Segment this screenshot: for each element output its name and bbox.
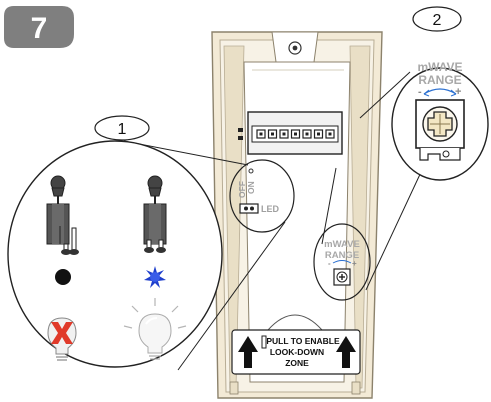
- led-detail-marker: [229, 159, 295, 233]
- rotate-arrow-icon: [423, 88, 457, 95]
- terminal-screw-head: [271, 132, 274, 136]
- terminal-screw-head: [294, 132, 297, 136]
- range-dial[interactable]: [415, 99, 465, 149]
- arrow-up-left-icon: [238, 336, 258, 368]
- led-jumper[interactable]: [239, 203, 259, 214]
- callout-1-bubble: [94, 115, 150, 141]
- detail-range-label: RANGE: [418, 73, 461, 87]
- step-badge: 7: [4, 6, 74, 48]
- callout-range: 2 mWAVE RANGE - +: [321, 6, 489, 291]
- callout-2-bubble: [412, 6, 462, 32]
- led-detail-circle: [7, 140, 223, 368]
- terminal-screw-head: [317, 132, 320, 136]
- terminal-screw-head: [282, 132, 286, 136]
- bulb-disabled-icon: [47, 317, 77, 361]
- look-down-label[interactable]: PULL TO ENABLE LOOK-DOWN ZONE: [231, 329, 361, 375]
- arrow-up-right-icon: [336, 336, 356, 368]
- pull-tab-icon: [261, 335, 267, 349]
- svg-text:+: +: [352, 259, 357, 268]
- detail-mwave-label: mWAVE: [417, 60, 462, 74]
- callout-led: 1: [7, 115, 286, 371]
- terminal-screw-head: [305, 132, 309, 136]
- jumper-on-state: [143, 175, 167, 288]
- terminal-block: [238, 111, 343, 155]
- disabled-x-icon: [51, 322, 73, 344]
- led-off-label: OFF: [237, 181, 247, 198]
- led-jumper-area: OFF ON LED: [237, 168, 280, 214]
- detail-minus-label: -: [418, 86, 422, 98]
- step-number: 7: [31, 12, 48, 45]
- look-down-line3: ZONE: [285, 358, 309, 368]
- led-off-indicator: [55, 269, 71, 285]
- range-detail-marker: [313, 223, 371, 301]
- detail-plus-label: +: [455, 86, 461, 98]
- led-on-label: ON: [246, 181, 256, 194]
- callout-2-number: 2: [433, 12, 442, 29]
- terminal-screw-head: [259, 132, 263, 136]
- terminal-screw-head: [328, 132, 332, 136]
- look-down-line1: PULL TO ENABLE: [266, 336, 340, 346]
- led-jumper-label: LED: [261, 204, 280, 214]
- callout-1-number: 1: [118, 121, 127, 138]
- mwave-range-board: mWAVE RANGE - +: [313, 223, 371, 301]
- look-down-line2: LOOK-DOWN: [270, 347, 324, 357]
- svg-text:-: -: [328, 259, 331, 268]
- led-on-indicator: [144, 266, 166, 288]
- bulb-lit-icon: [123, 298, 187, 360]
- jumper-off-state: [46, 175, 79, 285]
- board-range-label: RANGE: [325, 250, 359, 261]
- board-mwave-label: mWAVE: [324, 239, 360, 250]
